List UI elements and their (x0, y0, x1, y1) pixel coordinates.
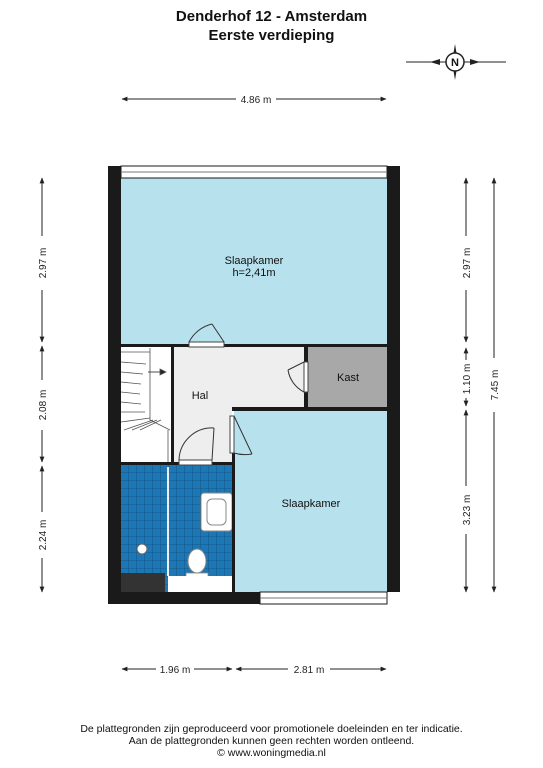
staircase-area (121, 347, 174, 463)
wall-right (387, 166, 400, 592)
bedroom-2 (234, 411, 387, 592)
door-swing (287, 369, 305, 393)
bathroom-shelf (121, 573, 165, 592)
shower-drain (136, 543, 148, 555)
compass-arrow-east (470, 59, 480, 65)
compass-arrow-west (430, 59, 440, 65)
walls (108, 166, 400, 604)
door-bedroom-1 (188, 341, 225, 348)
dimension-right-top: 2.97 m (462, 177, 473, 343)
room-height-bedroom-1: h=2,41m (232, 267, 275, 279)
dimension-bottom-right: 2.81 m (235, 665, 387, 676)
dimension-right-total: 7.45 m (490, 177, 501, 593)
dimension-top-width: 4.86 m (121, 95, 387, 106)
room-label-bedroom-1: Slaapkamer (225, 255, 284, 267)
dimension-label: 7.45 m (490, 370, 501, 401)
dimension-label: 2.81 m (294, 665, 325, 676)
compass-letter: N (451, 57, 459, 69)
copyright-line: © www.woningmedia.nl (217, 747, 326, 759)
floor-subtitle: Eerste verdieping (208, 27, 335, 44)
wall-bottom (108, 592, 260, 604)
windows (120, 165, 388, 605)
bedroom-1 (121, 178, 387, 344)
hall (174, 347, 304, 407)
door-bathroom (178, 459, 213, 466)
room-label-closet: Kast (337, 372, 359, 384)
wall-bed1-right (224, 344, 387, 347)
room-label-bedroom-2: Slaapkamer (282, 498, 341, 510)
dimension-right-bottom: 3.23 m (462, 409, 473, 593)
room-label-hall: Hal (192, 390, 209, 402)
toilet-bowl (187, 548, 207, 574)
dimension-label: 2.24 m (38, 520, 49, 551)
bathroom-fixtures (121, 467, 233, 592)
wall-bed2-top (232, 407, 387, 411)
wall-bed2-left (232, 453, 235, 592)
hall-lower (174, 407, 232, 463)
wall-bed1-left (121, 344, 189, 347)
door-swing (188, 323, 213, 343)
door-leaf (287, 361, 305, 371)
dimension-label: 2.08 m (38, 390, 49, 421)
sink-basin (206, 498, 227, 526)
wall-left (108, 166, 121, 604)
compass: N (406, 44, 506, 80)
dimension-left-top: 2.97 m (38, 177, 49, 343)
disclaimer-line-2: Aan de plattegronden kunnen geen rechten… (128, 735, 415, 747)
door-leaf (211, 427, 215, 461)
wall-bath-top-left (121, 462, 179, 465)
dimension-label: 1.10 m (462, 364, 473, 395)
bathroom-floor-strip (168, 576, 232, 592)
dimension-label: 2.97 m (462, 248, 473, 279)
dimension-label: 1.96 m (160, 665, 191, 676)
closet (308, 347, 387, 407)
staircase (120, 348, 171, 462)
plan-title: Denderhof 12 - Amsterdam (175, 8, 368, 25)
dimension-label: 3.23 m (462, 495, 473, 526)
door-swing (233, 452, 253, 456)
doors (178, 323, 309, 466)
door-closet (303, 361, 309, 393)
dimension-label: 4.86 m (241, 95, 272, 106)
door-bedroom-2 (229, 415, 235, 454)
dimension-left-bottom: 2.24 m (38, 465, 49, 593)
wall-stair (171, 347, 174, 463)
door-leaf (211, 323, 225, 343)
door-swing (178, 427, 215, 461)
dimension-label: 2.97 m (38, 248, 49, 279)
dimension-right-mid: 1.10 m (462, 347, 473, 407)
dimension-bottom-left: 1.96 m (121, 665, 233, 676)
door-leaf (233, 415, 253, 455)
disclaimer-line-1: De plattegronden zijn geproduceerd voor … (80, 723, 463, 735)
wall-bath-top-right (212, 462, 235, 465)
dimension-left-mid: 2.08 m (38, 345, 49, 463)
compass-circle (445, 52, 465, 72)
